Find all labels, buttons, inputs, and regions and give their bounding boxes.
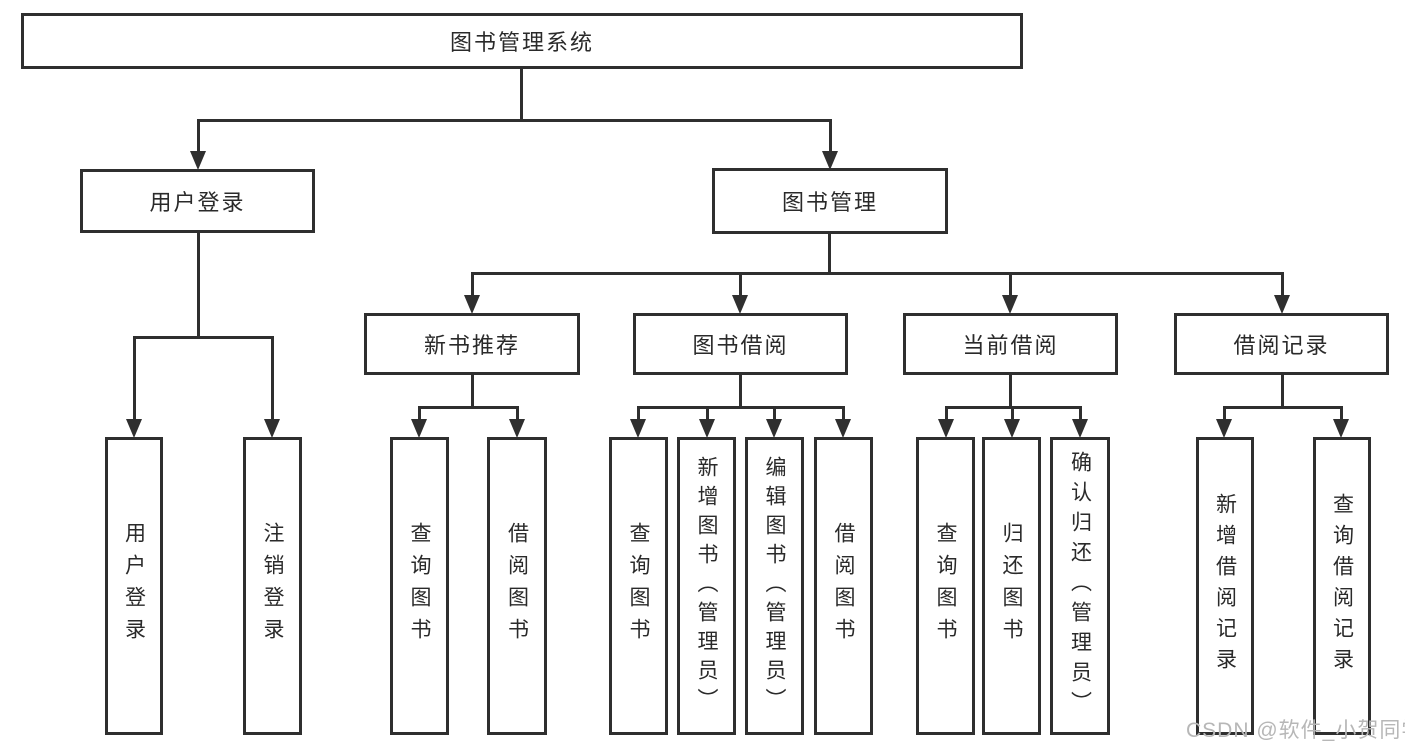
node-book-borrow-label: 图书借阅 <box>692 333 789 358</box>
connector-root-bus <box>197 119 832 122</box>
node-borrow-records-label: 借阅记录 <box>1233 333 1330 358</box>
connector-g3-leaf0 <box>1223 406 1226 421</box>
connector-book-mgmt-stem <box>828 234 831 274</box>
node-user-login-label: 用户登录 <box>149 190 246 215</box>
arrow-to-leaf-user-login <box>126 419 142 438</box>
node-user-login: 用户登录 <box>80 169 315 233</box>
leaf-borrow-books-1-label: 借阅图书 <box>505 522 529 650</box>
connector-g0-bus <box>418 406 519 409</box>
connector-g1-leaf0 <box>637 406 640 421</box>
leaf-query-books-2: 查询图书 <box>609 437 668 735</box>
connector-g2-leaf2 <box>1079 406 1082 421</box>
arrow-to-user-login <box>190 151 206 170</box>
connector-g3-bus <box>1223 406 1343 409</box>
node-root-label: 图书管理系统 <box>449 30 594 55</box>
arrow-g1-leaf1 <box>699 419 715 438</box>
leaf-query-borrow-record-label: 查询借阅记录 <box>1330 493 1354 679</box>
leaf-query-books-1-label: 查询图书 <box>408 522 431 650</box>
leaf-add-book-admin: 新增图书（管理员） <box>677 437 736 735</box>
connector-root-to-user-login <box>197 119 200 153</box>
leaf-add-borrow-record-label: 新增借阅记录 <box>1213 493 1237 679</box>
connector-to-current-borrow <box>1009 272 1012 297</box>
connector-book-mgmt-bus <box>471 272 1284 275</box>
connector-g1-stem <box>739 375 742 408</box>
connector-user-login-stem <box>197 233 200 338</box>
arrow-to-book-borrow <box>732 295 748 314</box>
watermark: CSDN @软件_小贺同学 <box>1186 719 1405 742</box>
arrow-to-book-mgmt <box>822 151 838 170</box>
node-current-borrow-label: 当前借阅 <box>962 333 1059 358</box>
arrow-to-new-book-rec <box>464 295 480 314</box>
arrow-to-leaf-logout <box>264 419 280 438</box>
connector-g1-bus <box>637 406 845 409</box>
connector-g3-stem <box>1281 375 1284 408</box>
connector-g0-leaf0 <box>418 406 421 421</box>
leaf-query-borrow-record: 查询借阅记录 <box>1313 437 1371 735</box>
leaf-return-book-label: 归还图书 <box>1000 522 1023 650</box>
arrow-g1-leaf0 <box>630 419 646 438</box>
connector-to-leaf-logout <box>271 336 274 421</box>
leaf-return-book: 归还图书 <box>982 437 1041 735</box>
arrow-g0-leaf1 <box>509 419 525 438</box>
leaf-edit-book-admin-label: 编辑图书（管理员） <box>763 455 786 717</box>
leaf-query-books-2-label: 查询图书 <box>627 522 650 650</box>
leaf-edit-book-admin: 编辑图书（管理员） <box>745 437 804 735</box>
node-current-borrow: 当前借阅 <box>903 313 1118 375</box>
connector-g1-leaf1 <box>706 406 709 421</box>
arrow-g3-leaf1 <box>1333 419 1349 438</box>
leaf-add-borrow-record: 新增借阅记录 <box>1196 437 1254 735</box>
connector-to-new-book-rec <box>471 272 474 297</box>
leaf-logout-label: 注销登录 <box>261 522 284 650</box>
leaf-query-books-3-label: 查询图书 <box>934 522 957 650</box>
connector-g2-leaf0 <box>945 406 948 421</box>
arrow-to-borrow-records <box>1274 295 1290 314</box>
node-new-book-rec-label: 新书推荐 <box>423 333 520 358</box>
connector-to-leaf-user-login <box>133 336 136 421</box>
leaf-add-book-admin-label: 新增图书（管理员） <box>695 455 718 717</box>
node-root: 图书管理系统 <box>21 13 1023 69</box>
connector-to-book-borrow <box>739 272 742 297</box>
arrow-g2-leaf1 <box>1004 419 1020 438</box>
arrow-g0-leaf0 <box>411 419 427 438</box>
connector-g0-leaf1 <box>516 406 519 421</box>
leaf-borrow-books-2: 借阅图书 <box>814 437 873 735</box>
connector-g3-leaf1 <box>1340 406 1343 421</box>
connector-g2-leaf1 <box>1011 406 1014 421</box>
leaf-confirm-return-admin: 确认归还（管理员） <box>1050 437 1110 735</box>
connector-user-login-bus <box>133 336 274 339</box>
leaf-user-login-label: 用户登录 <box>122 522 146 650</box>
connector-root-to-book-mgmt <box>829 119 832 153</box>
node-book-borrow: 图书借阅 <box>633 313 848 375</box>
connector-root-stem <box>520 69 523 121</box>
connector-g2-stem <box>1009 375 1012 408</box>
connector-to-borrow-records <box>1281 272 1284 297</box>
leaf-query-books-3: 查询图书 <box>916 437 975 735</box>
node-borrow-records: 借阅记录 <box>1174 313 1389 375</box>
leaf-query-books-1: 查询图书 <box>390 437 449 735</box>
arrow-g2-leaf0 <box>938 419 954 438</box>
leaf-logout: 注销登录 <box>243 437 302 735</box>
leaf-borrow-books-1: 借阅图书 <box>487 437 547 735</box>
connector-g0-stem <box>471 375 474 408</box>
connector-g1-leaf3 <box>842 406 845 421</box>
node-book-mgmt-label: 图书管理 <box>781 190 878 215</box>
node-new-book-rec: 新书推荐 <box>364 313 580 375</box>
arrow-g1-leaf3 <box>835 419 851 438</box>
leaf-confirm-return-admin-label: 确认归还（管理员） <box>1068 451 1092 721</box>
leaf-user-login: 用户登录 <box>105 437 163 735</box>
connector-g1-leaf2 <box>773 406 776 421</box>
leaf-borrow-books-2-label: 借阅图书 <box>832 522 855 650</box>
arrow-to-current-borrow <box>1002 295 1018 314</box>
node-book-mgmt: 图书管理 <box>712 168 948 234</box>
arrow-g3-leaf0 <box>1216 419 1232 438</box>
arrow-g2-leaf2 <box>1072 419 1088 438</box>
arrow-g1-leaf2 <box>766 419 782 438</box>
